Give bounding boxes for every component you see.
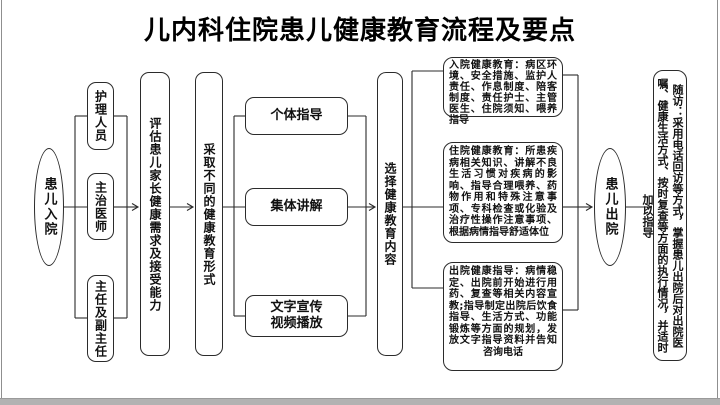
staff-box-nursing: 护理人员 <box>87 82 114 150</box>
left-page-edge <box>1 0 2 405</box>
staff-box-nursing-label: 护理人员 <box>93 90 108 142</box>
right-page-edge <box>717 0 718 405</box>
method-box-text-video: 文字宣传 视频播放 <box>245 295 348 337</box>
education-forms-box: 采取不同的健康教育形式 <box>195 72 223 356</box>
content-box-discharge-guidance: 出院健康指导：病情稳定、出院前开始进行用药、复查等相关内容宣教;指导制定出院后饮… <box>443 262 563 371</box>
method-box-group-lecture: 集体讲解 <box>245 188 348 226</box>
page-title: 儿内科住院患儿健康教育流程及要点 <box>143 16 576 46</box>
staff-box-attending-doctor-label: 主治医师 <box>93 180 108 233</box>
content-box-inpatient-education: 住院健康教育：所患疾病相关知识、讲解不良生活习惯对疾病的影响、指导合理喂养、药物… <box>443 142 563 243</box>
staff-box-director: 主任及副主任 <box>87 275 114 362</box>
footer-bar <box>0 398 720 405</box>
followup-box: 随访：采用电话回访等方式，掌握患儿出院后对出院医嘱、健康生活方式、按时复查等方面… <box>641 70 687 361</box>
select-content-label: 选择健康教育内容 <box>383 162 397 266</box>
content-box-admission-education: 入院健康教育：病区环境、安全措施、监护人责任、作息制度、陪客制度、责任护士、主管… <box>443 57 563 126</box>
education-forms-label: 采取不同的健康教育形式 <box>202 142 216 286</box>
staff-box-attending-doctor: 主治医师 <box>87 173 114 240</box>
end-oval-label: 患儿出院 <box>602 177 618 237</box>
start-oval-label: 患儿入院 <box>41 177 57 237</box>
assess-needs-label: 评估患儿家长健康需求及接受能力 <box>148 116 162 312</box>
select-content-box: 选择健康教育内容 <box>377 72 403 356</box>
end-oval-discharge: 患儿出院 <box>594 148 626 266</box>
method-individual-label: 个体指导 <box>270 108 323 123</box>
staff-box-director-label: 主任及副主任 <box>93 279 108 358</box>
start-oval-admission: 患儿入院 <box>34 148 64 266</box>
method-text-video-label: 文字宣传 视频播放 <box>270 300 323 331</box>
method-group-label: 集体讲解 <box>270 199 323 214</box>
assess-needs-box: 评估患儿家长健康需求及接受能力 <box>140 72 170 356</box>
method-box-individual-guidance: 个体指导 <box>245 97 348 135</box>
